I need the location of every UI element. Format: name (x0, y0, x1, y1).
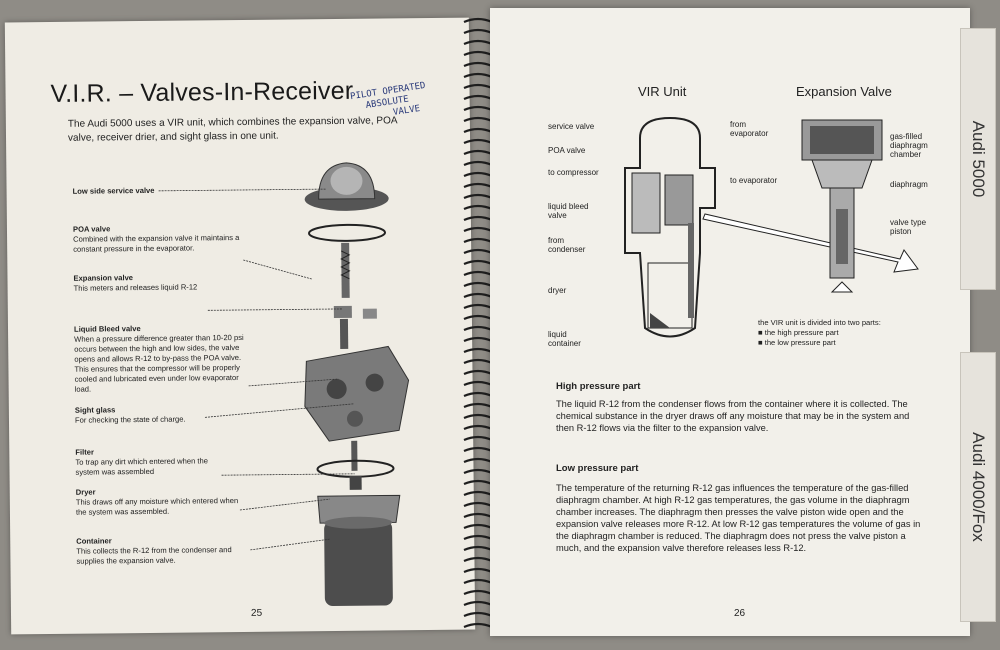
diagram-legend: the VIR unit is divided into two parts: … (758, 318, 881, 348)
spiral-coil (463, 94, 493, 101)
spiral-coil (463, 292, 493, 299)
spiral-coil (463, 237, 493, 244)
exp-label-diaphragm-chamber: gas-filled diaphragm chamber (890, 132, 928, 159)
expansion-valve-diagram (801, 119, 883, 293)
spiral-coil (463, 138, 493, 145)
spiral-coil (463, 325, 493, 332)
spiral-coil (463, 545, 493, 552)
tab-audi-4000-fox[interactable]: Audi 4000/Fox (960, 352, 996, 622)
vir-label-poa-valve: POA valve (548, 146, 586, 155)
spiral-coil (463, 182, 493, 189)
vir-label-from-condenser: from condenser (548, 236, 586, 254)
spiral-coil (463, 17, 493, 24)
spiral-coil (463, 347, 493, 354)
spiral-coil (463, 270, 493, 277)
spiral-coil (463, 567, 493, 574)
vir-arrow (702, 213, 919, 273)
spiral-coil (463, 523, 493, 530)
exp-label-diaphragm: diaphragm (890, 180, 928, 189)
spiral-binding (463, 17, 493, 629)
spiral-coil (463, 39, 493, 46)
tab-label: Audi 4000/Fox (969, 432, 988, 542)
spiral-coil (463, 578, 493, 585)
spiral-coil (463, 116, 493, 123)
spiral-coil (463, 83, 493, 90)
vir-label-from-evaporator: from evaporator (730, 120, 769, 138)
spiral-coil (463, 391, 493, 398)
spiral-coil (463, 534, 493, 541)
spiral-coil (463, 424, 493, 431)
spiral-coil (463, 358, 493, 365)
spiral-coil (463, 512, 493, 519)
tab-audi-5000[interactable]: Audi 5000 (960, 28, 996, 290)
high-pressure-heading: High pressure part (556, 381, 641, 392)
spiral-coil (463, 600, 493, 607)
right-page: VIR Unit Expansion Valve service valve P… (490, 8, 970, 636)
low-pressure-text: The temperature of the returning R-12 ga… (556, 483, 921, 553)
spiral-coil (463, 402, 493, 409)
vir-label-dryer: dryer (548, 286, 567, 295)
spiral-coil (463, 314, 493, 321)
spiral-coil (463, 149, 493, 156)
left-page: V.I.R. – Valves-In-Receiver The Audi 500… (4, 17, 476, 635)
spiral-coil (463, 479, 493, 486)
vir-unit-diagram (624, 116, 716, 338)
spiral-coil (463, 611, 493, 618)
legend-item-high: ■ the high pressure part (758, 328, 839, 337)
legend-intro: the VIR unit is divided into two parts: (758, 318, 881, 327)
page-number-right: 26 (734, 608, 746, 619)
legend-item-high-label: the high pressure part (764, 328, 839, 337)
tab-label: Audi 5000 (969, 120, 988, 198)
spiral-coil (463, 369, 493, 376)
spiral-coil (463, 61, 493, 68)
spiral-coil (463, 160, 493, 167)
spiral-coil (463, 50, 493, 57)
spiral-coil (463, 193, 493, 200)
vir-label-to-compressor: to compressor (548, 168, 599, 177)
leader-lines (158, 188, 355, 551)
spiral-coil (463, 248, 493, 255)
spiral-coil (463, 28, 493, 35)
vir-label-liquid-bleed-valve: liquid bleed valve (548, 202, 589, 220)
vir-label-to-evaporator: to evaporator (730, 176, 778, 185)
spiral-coil (463, 490, 493, 497)
spiral-coil (463, 303, 493, 310)
spiral-coil (463, 446, 493, 453)
vir-label-service-valve: service valve (548, 122, 595, 131)
expansion-diagram-title: Expansion Valve (796, 84, 892, 99)
spiral-coil (463, 127, 493, 134)
legend-item-low-label: the low pressure part (764, 338, 836, 347)
spiral-coil (463, 501, 493, 508)
spiral-coil (463, 259, 493, 266)
low-pressure-heading: Low pressure part (556, 463, 639, 474)
spiral-coil (463, 589, 493, 596)
page-number-left: 25 (250, 607, 263, 619)
spiral-coil (463, 336, 493, 343)
spiral-coil (463, 105, 493, 112)
spiral-coil (463, 226, 493, 233)
vir-exploded-illustration (304, 162, 410, 607)
spiral-coil (463, 468, 493, 475)
spiral-coil (463, 380, 493, 387)
spiral-coil (463, 435, 493, 442)
legend-item-low: ■ the low pressure part (758, 338, 836, 347)
spiral-coil (463, 72, 493, 79)
spiral-coil (463, 171, 493, 178)
exp-label-piston: valve type piston (890, 218, 927, 236)
high-pressure-text: The liquid R-12 from the condenser flows… (556, 399, 910, 433)
spiral-coil (463, 215, 493, 222)
vir-label-liquid-container: liquid container (548, 330, 581, 348)
vir-diagram-title: VIR Unit (638, 84, 687, 99)
spiral-coil (463, 622, 493, 629)
spiral-coil (463, 556, 493, 563)
spiral-coil (463, 413, 493, 420)
spiral-coil (463, 281, 493, 288)
spiral-coil (463, 204, 493, 211)
spiral-coil (463, 457, 493, 464)
